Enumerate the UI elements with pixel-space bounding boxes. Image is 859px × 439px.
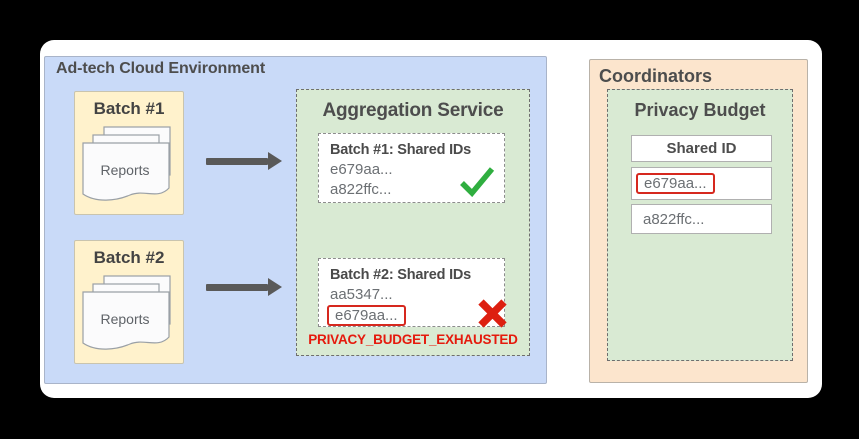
batch1-flow-arrow-icon (206, 158, 268, 165)
batch1-result-title: Batch #1: Shared IDs (330, 142, 472, 158)
batch2-result-box: Batch #2: Shared IDs aa5347... e679aa... (318, 258, 507, 328)
failure-cross-icon (478, 299, 507, 328)
shared-id-value: e679aa... (330, 161, 393, 178)
batch2-card: Batch #2 Reports (74, 240, 184, 364)
batch2-flow-arrowhead-icon (268, 278, 282, 296)
shared-id-value: a822ffc... (330, 181, 392, 198)
shared-id-table-header: Shared ID (631, 135, 772, 162)
privacy-budget-exhausted-label: PRIVACY_BUDGET_EXHAUSTED (308, 332, 518, 347)
diagram-card: Ad-tech Cloud Environment Batch #1 Repor… (40, 40, 822, 398)
batch1-flow-arrowhead-icon (268, 152, 282, 170)
aggregation-service-title: Aggregation Service (322, 100, 504, 121)
coordinators-title: Coordinators (599, 66, 713, 86)
batch1-reports-label: Reports (100, 162, 149, 178)
batch2-reports-label: Reports (100, 311, 149, 327)
batch1-card: Batch #1 Reports (74, 91, 184, 215)
shared-id-value: aa5347... (330, 286, 393, 303)
reports-stack-icon: Reports (82, 275, 171, 350)
table-row: e679aa... (631, 167, 772, 200)
reports-stack-icon: Reports (82, 126, 171, 201)
batch2-result-title: Batch #2: Shared IDs (330, 267, 472, 283)
batch1-title: Batch #1 (93, 99, 165, 118)
batch2-flow-arrow-icon (206, 284, 268, 291)
flagged-shared-id: e679aa... (636, 173, 715, 194)
success-check-icon (460, 167, 495, 197)
batch1-result-box: Batch #1: Shared IDs e679aa... a822ffc..… (318, 133, 505, 203)
batch2-title: Batch #2 (93, 248, 165, 267)
adtech-environment-title: Ad-tech Cloud Environment (56, 60, 266, 77)
table-row: a822ffc... (631, 204, 772, 234)
privacy-budget-title: Privacy Budget (634, 100, 766, 120)
flagged-shared-id: e679aa... (327, 305, 406, 326)
